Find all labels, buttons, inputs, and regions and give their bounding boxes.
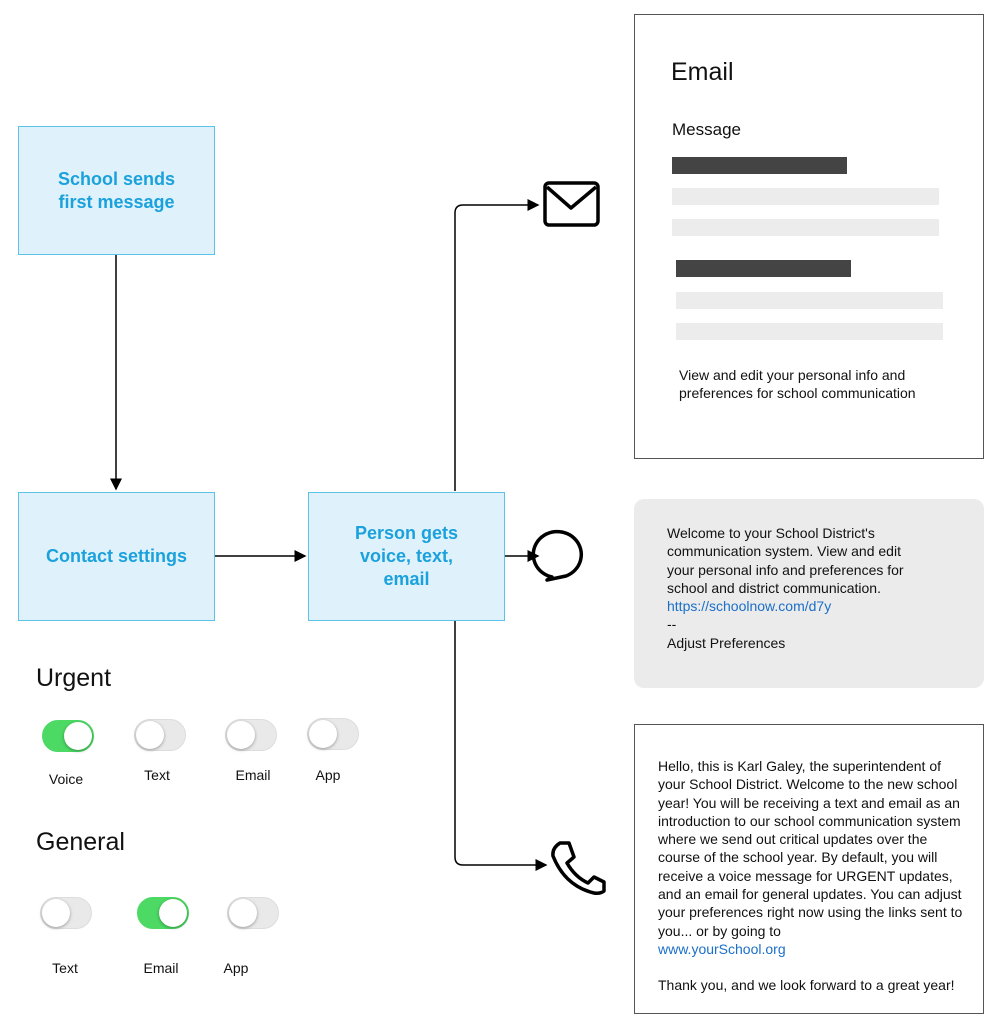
placeholder-line [676, 292, 943, 309]
toggle-label: Email [143, 960, 179, 976]
urgent-app-toggle[interactable] [307, 718, 359, 750]
arrow-person-to-voice [454, 621, 548, 871]
voice-body: Hello, this is Karl Galey, the superinte… [658, 758, 963, 939]
toggle-label: Voice [48, 771, 84, 787]
urgent-email-toggle[interactable] [225, 719, 277, 751]
urgent-voice-toggle[interactable] [42, 720, 94, 752]
general-email-toggle[interactable] [137, 897, 189, 929]
school-sends-label: School sends first message [57, 168, 176, 212]
sms-footer: Adjust Preferences [667, 634, 786, 651]
toggle-label: Email [235, 767, 271, 783]
placeholder-heading-bar [676, 260, 851, 277]
voice-closing: Thank you, and we look forward to a grea… [658, 977, 955, 994]
placeholder-line [676, 323, 943, 340]
toggle-label: App [315, 767, 341, 783]
general-heading: General [36, 828, 125, 856]
sms-preview-card: Welcome to your School District's commun… [634, 499, 984, 688]
contact-settings-label: Contact settings [45, 546, 187, 566]
email-preview-card: Email Message View and edit your persona… [634, 14, 984, 459]
arrow-person-to-email [454, 199, 540, 491]
general-app-toggle[interactable] [227, 897, 279, 929]
email-subtitle: Message [672, 120, 741, 139]
sms-separator: -- [667, 616, 677, 633]
voice-script-card: Hello, this is Karl Galey, the superinte… [634, 724, 984, 1014]
toggle-label: App [223, 960, 249, 976]
placeholder-line [672, 188, 939, 205]
email-footer-text: View and edit your personal info and pre… [679, 367, 916, 402]
sms-link[interactable]: https://schoolnow.com/d7y [667, 598, 832, 615]
voice-link[interactable]: www.yourSchool.org [658, 940, 786, 957]
toggle-label: Text [52, 960, 78, 976]
envelope-icon [543, 181, 600, 227]
general-text-toggle[interactable] [40, 897, 92, 929]
contact-settings-box: Contact settings [18, 492, 215, 621]
urgent-heading: Urgent [36, 664, 112, 692]
person-gets-label: Person gets voice, text, email [354, 523, 459, 589]
person-gets-box: Person gets voice, text, email [308, 492, 505, 621]
toggle-label: Text [144, 767, 170, 783]
sms-body: Welcome to your School District's commun… [667, 525, 904, 596]
chat-bubble-icon [531, 529, 584, 582]
placeholder-heading-bar [672, 157, 847, 174]
email-title: Email [671, 58, 734, 86]
placeholder-line [672, 219, 939, 236]
phone-icon [551, 841, 606, 895]
urgent-text-toggle[interactable] [134, 719, 186, 751]
school-sends-box: School sends first message [18, 126, 215, 255]
